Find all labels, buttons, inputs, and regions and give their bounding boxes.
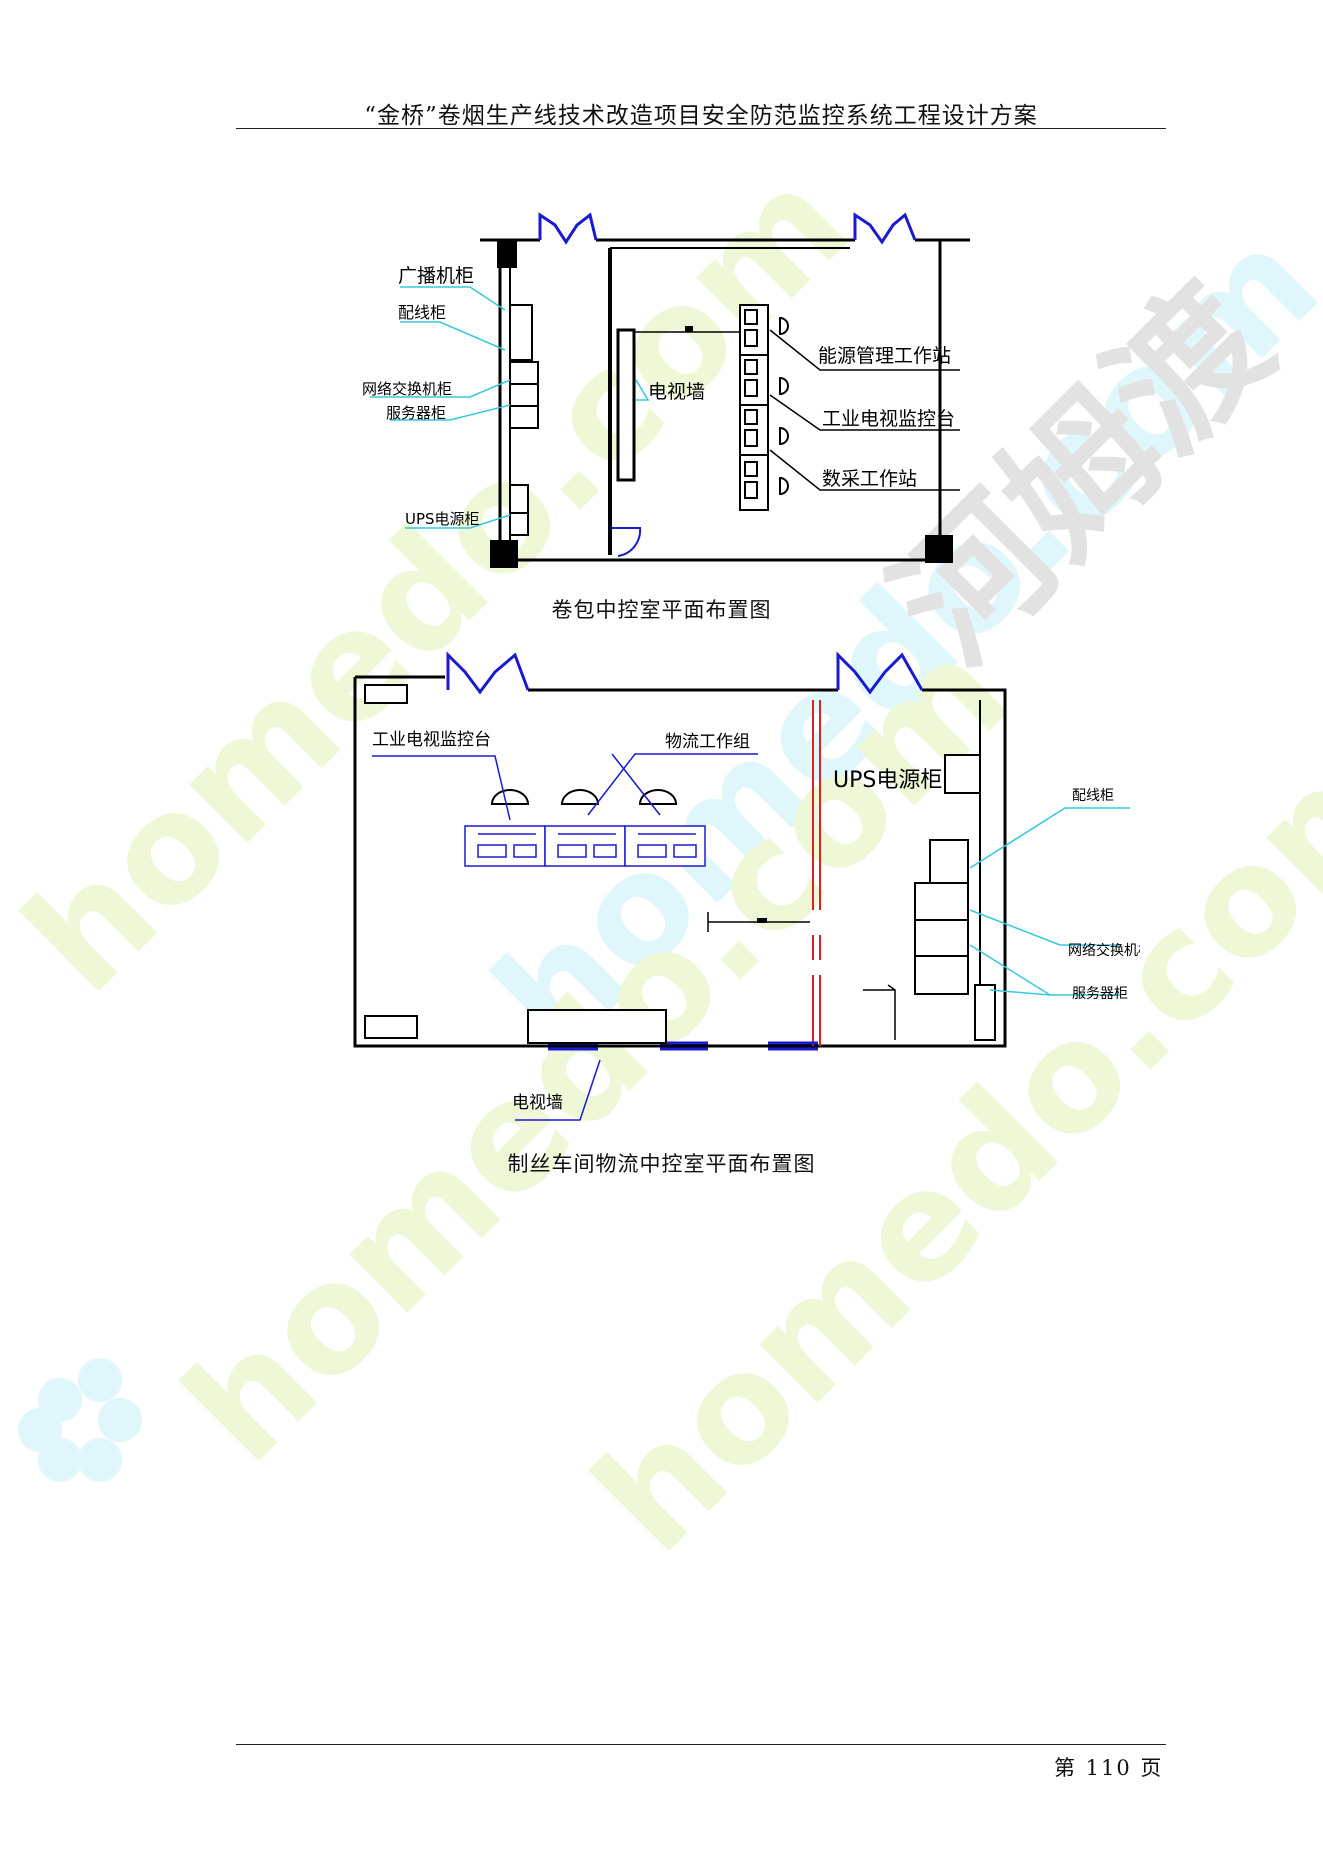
label-patch-cabinet-2: 配线柜: [1072, 788, 1114, 804]
label-ups-cabinet: UPS电源柜: [405, 510, 480, 528]
label-cctv-console-2: 工业电视监控台: [372, 730, 491, 750]
footer-rule: [236, 1744, 1166, 1745]
label-logistics-group: 物流工作组: [665, 732, 750, 752]
label-network-switch-cabinet-2: 网络交换机柜: [1068, 942, 1140, 959]
label-cctv-console: 工业电视监控台: [822, 408, 955, 430]
watermark-flower-icon: [18, 1358, 142, 1482]
label-patch-cabinet: 配线柜: [398, 303, 446, 322]
label-ups-cabinet-2: UPS电源柜: [833, 768, 942, 793]
label-server-cabinet: 服务器柜: [386, 404, 446, 422]
floor-plan-2: 工业电视监控台 物流工作组 UPS电源柜 配线柜 网络交换机柜 服务器柜 电视墙: [353, 651, 1140, 1121]
label-tv-wall-2: 电视墙: [512, 1093, 563, 1113]
label-network-switch-cabinet: 网络交换机柜: [362, 380, 452, 398]
operator-chair-icons: [779, 316, 789, 496]
label-broadcast-cabinet: 广播机柜: [398, 265, 474, 287]
page-number: 第 110 页: [1054, 1756, 1164, 1780]
figure2-caption: 制丝车间物流中控室平面布置图: [507, 1152, 816, 1176]
figure1-caption: 卷包中控室平面布置图: [551, 598, 772, 622]
header-rule: [236, 128, 1166, 129]
label-tv-wall: 电视墙: [648, 381, 705, 403]
page-header-title: “金桥”卷烟生产线技术改造项目安全防范监控系统工程设计方案: [364, 103, 1038, 129]
label-data-station: 数采工作站: [822, 468, 917, 490]
floor-plan-1: 广播机柜 配线柜 网络交换机柜 服务器柜 UPS电源柜 电视墙 能源管理工作站 …: [362, 212, 970, 568]
operator-chair-icons-2: [490, 789, 678, 805]
door-icons-2: [446, 651, 924, 695]
door-icons: [538, 212, 917, 557]
label-server-cabinet-2: 服务器柜: [1072, 986, 1128, 1002]
label-energy-station: 能源管理工作站: [818, 345, 951, 367]
